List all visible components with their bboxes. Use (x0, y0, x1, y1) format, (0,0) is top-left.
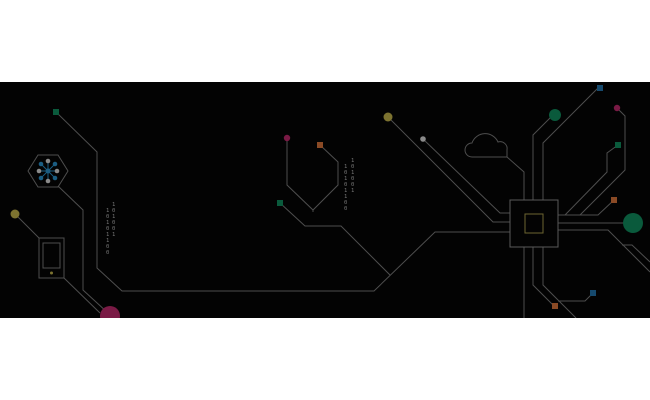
binary-digit: 0 (344, 206, 347, 212)
binary-digit: 1 (112, 214, 115, 220)
binary-digit: 0 (344, 182, 347, 188)
binary-digit: 0 (351, 164, 354, 170)
binary-digit: 1 (344, 188, 347, 194)
node-square (590, 290, 596, 296)
binary-digit: 1 (112, 202, 115, 208)
node-square (552, 303, 558, 309)
binary-digit: 1 (106, 232, 109, 238)
binary-digit: 0 (112, 226, 115, 232)
binary-digit: 0 (112, 208, 115, 214)
binary-digit: 0 (112, 220, 115, 226)
node-dot (623, 213, 643, 233)
binary-digit: 0 (106, 250, 109, 256)
binary-digit: 1 (106, 238, 109, 244)
binary-digit: 0 (106, 244, 109, 250)
node-dot (10, 209, 20, 219)
node-dot (420, 136, 426, 142)
binary-digit: 0 (344, 200, 347, 206)
binary-digit: 0 (351, 182, 354, 188)
node-dot (549, 109, 561, 121)
binary-digit: 1 (106, 208, 109, 214)
binary-digit: 1 (351, 158, 354, 164)
node-dot (100, 306, 120, 318)
nodes (10, 85, 643, 318)
phone-icon (38, 237, 65, 279)
cloud-icon (464, 133, 508, 158)
binary-digit: 0 (344, 170, 347, 176)
chip-icon (509, 199, 559, 248)
binary-digit: 1 (351, 170, 354, 176)
traces (14, 87, 650, 318)
node-dot (283, 134, 291, 142)
node-dot (383, 112, 393, 122)
node-square (611, 197, 617, 203)
binary-center: 1 0 1 0 1 1 0 0 1 0 1 0 0 1 (344, 158, 354, 212)
binary-left: 1 0 1 0 1 1 0 0 1 0 1 0 0 1 (106, 202, 115, 256)
node-square (615, 142, 621, 148)
node-square (277, 200, 283, 206)
binary-digit: 0 (106, 226, 109, 232)
binary-digit: 1 (344, 176, 347, 182)
circuit-banner: 1 0 1 0 1 1 0 0 1 0 1 0 0 1 1 0 1 0 1 1 … (0, 82, 650, 318)
binary-digit: 0 (106, 214, 109, 220)
binary-digit: 1 (344, 194, 347, 200)
binary-digit: 1 (344, 164, 347, 170)
network-hexagon-icon (27, 154, 69, 188)
node-square (597, 85, 603, 91)
binary-digit: 0 (351, 176, 354, 182)
node-dot (613, 104, 621, 112)
node-square (53, 109, 59, 115)
binary-digit: 1 (106, 220, 109, 226)
binary-digit: 1 (112, 232, 115, 238)
binary-digit: 1 (351, 188, 354, 194)
circuit-illustration: 1 0 1 0 1 1 0 0 1 0 1 0 0 1 1 0 1 0 1 1 … (10, 85, 650, 318)
node-square (317, 142, 323, 148)
